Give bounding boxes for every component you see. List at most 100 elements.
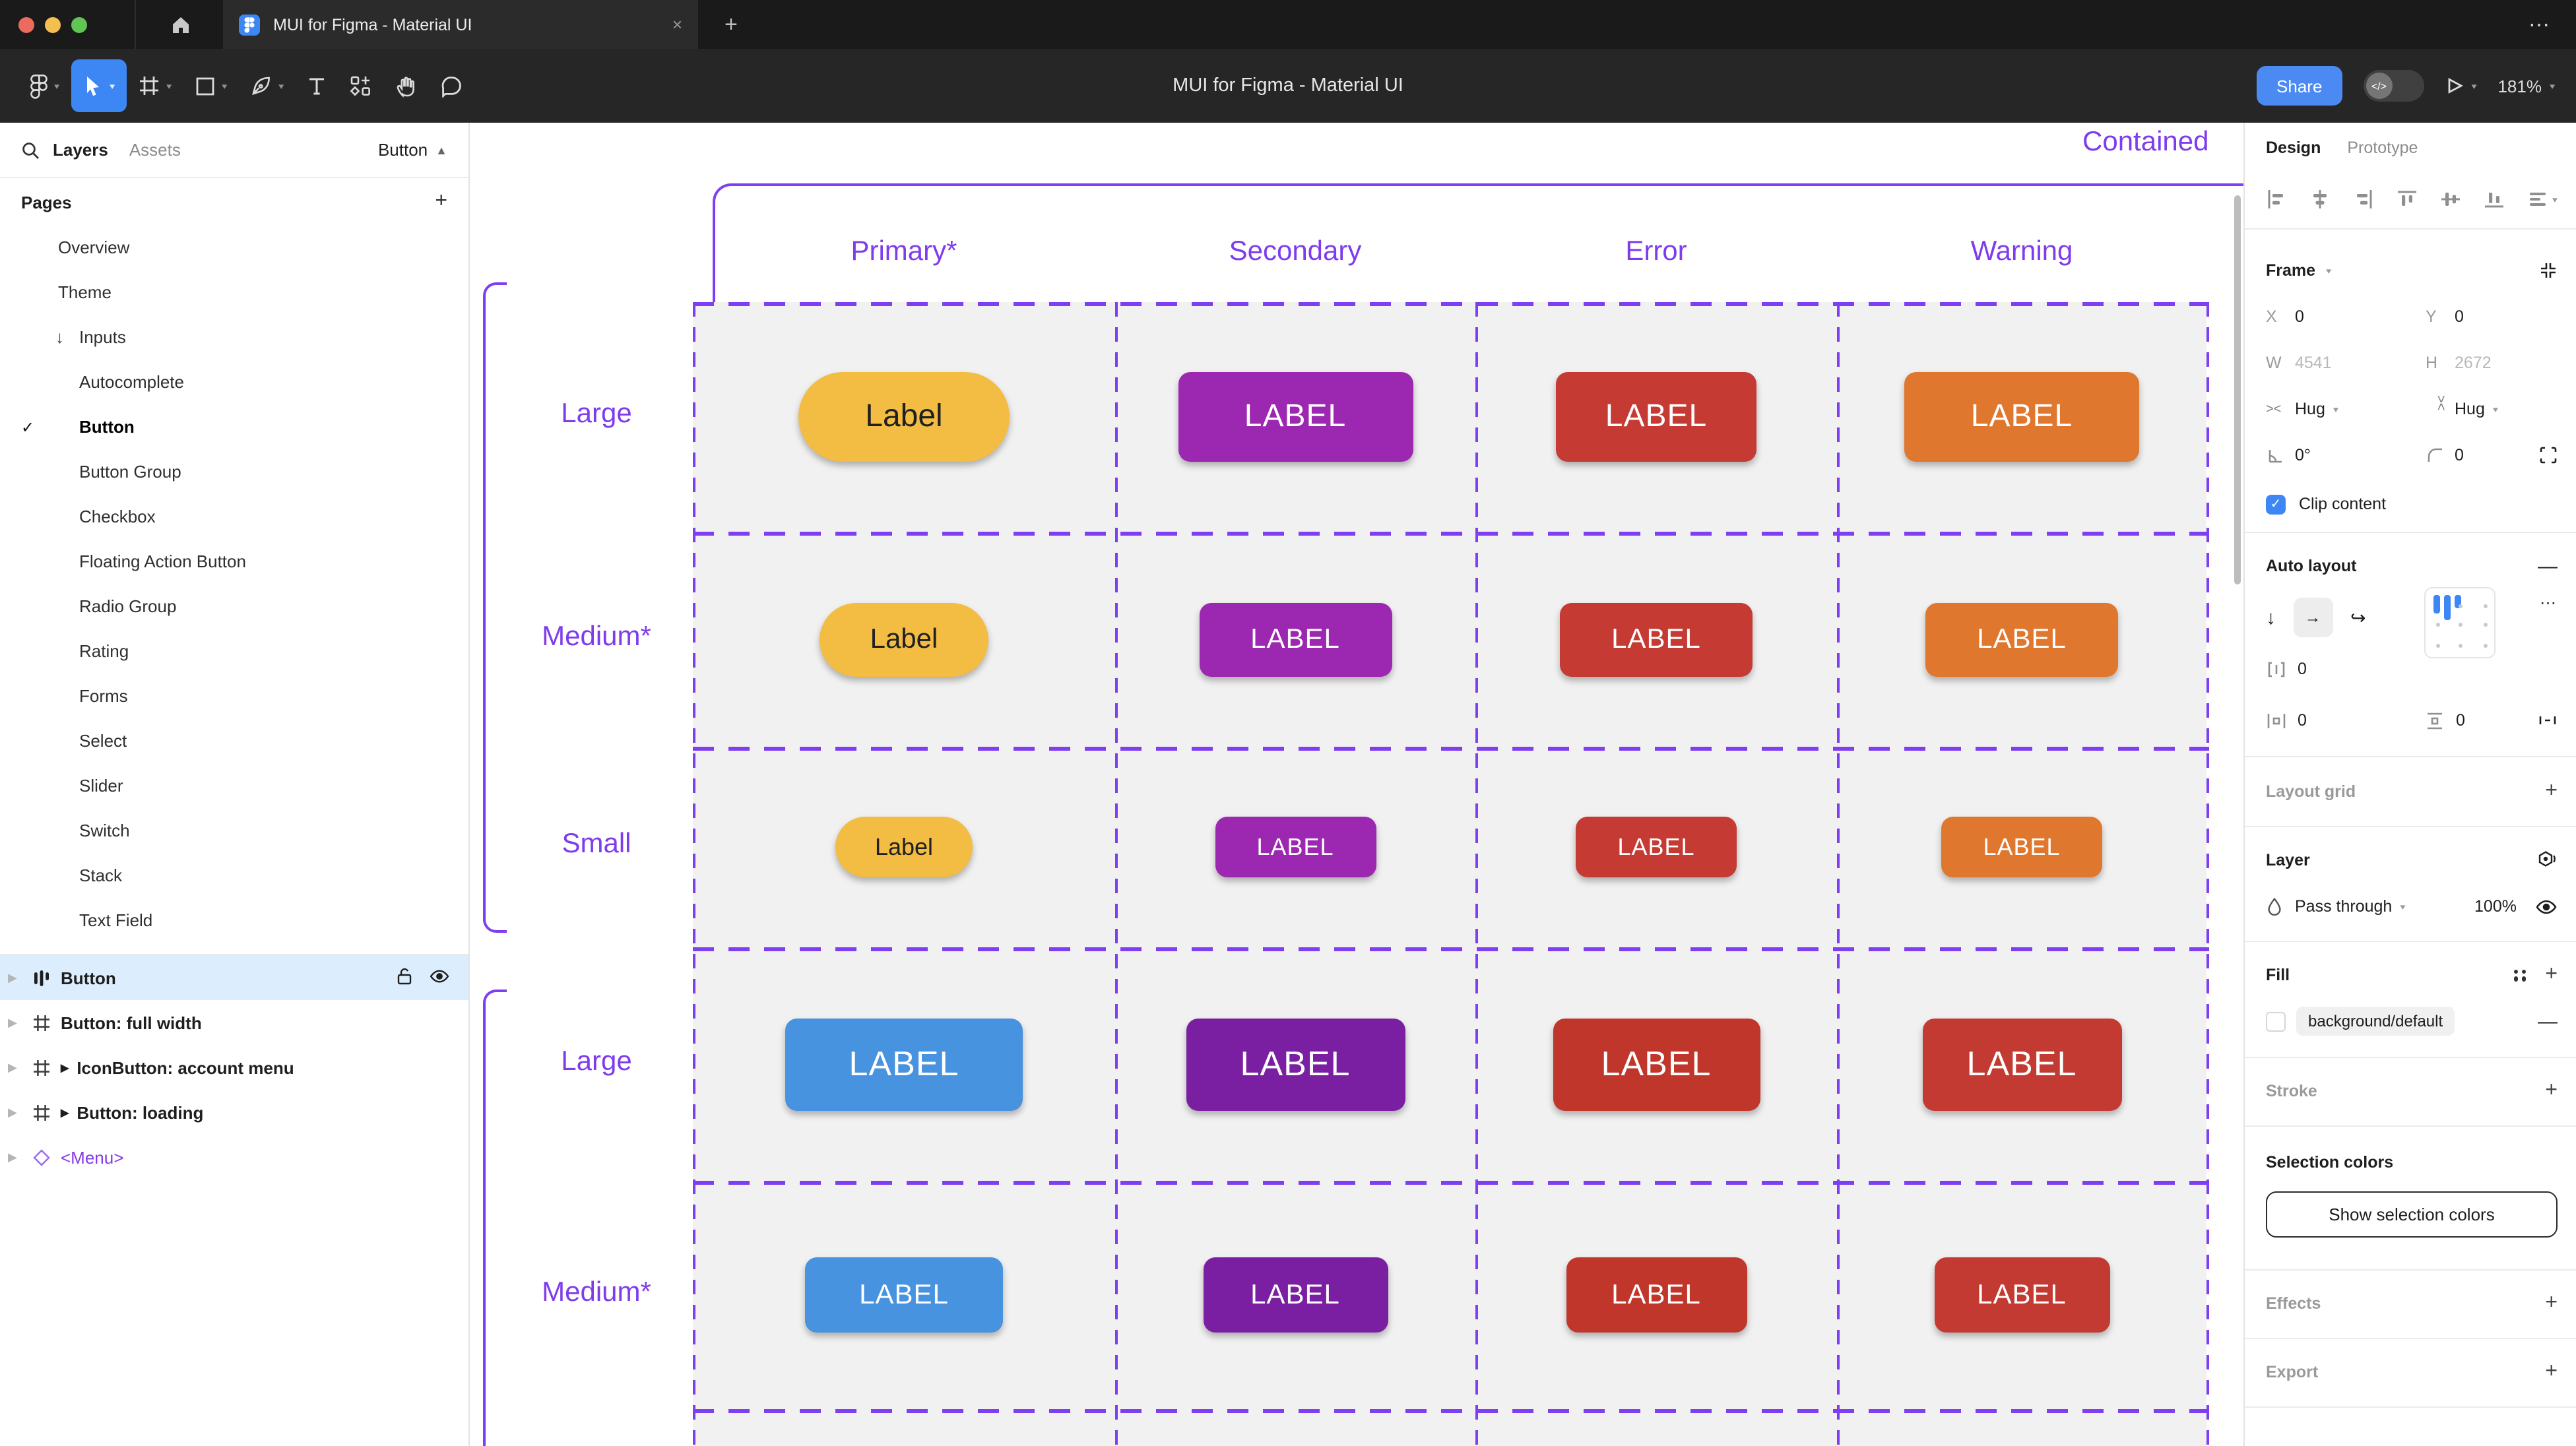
close-window-button[interactable] [18,16,34,32]
fill-color-swatch[interactable] [2266,1011,2286,1031]
page-indicator[interactable]: Button ▲ [378,140,447,160]
move-tool-chevron-icon[interactable]: ▾ [110,80,115,91]
align-left-icon[interactable] [2266,189,2287,210]
page-item-slider[interactable]: Slider [0,764,468,809]
horizontal-padding-value[interactable]: 0 [2298,711,2307,730]
add-fill-button[interactable]: + [2545,963,2558,986]
frame-title[interactable]: Contained [2082,127,2209,157]
layer-row--menu-[interactable]: ▶<Menu> [0,1135,468,1179]
align-top-icon[interactable] [2397,189,2418,210]
page-item-select[interactable]: Select [0,719,468,764]
home-icon[interactable] [170,14,191,35]
page-item-forms[interactable]: Forms [0,674,468,719]
page-item-switch[interactable]: Switch [0,809,468,854]
x-value[interactable]: 0 [2295,307,2304,326]
gap-value[interactable]: 0 [2298,660,2307,678]
unlock-icon[interactable] [396,966,413,989]
layer-row-iconbutton-account-menu[interactable]: ▶▶IconButton: account menu [0,1045,468,1090]
page-item-rating[interactable]: Rating [0,629,468,674]
show-selection-colors-button[interactable]: Show selection colors [2266,1191,2558,1238]
canvas-button-small-errorA[interactable]: LABEL [1576,817,1737,877]
independent-padding-icon[interactable] [2538,711,2558,730]
canvas-button-medium-secondaryB[interactable]: LABEL [1203,1257,1388,1333]
tab-prototype[interactable]: Prototype [2347,139,2418,157]
page-item-theme[interactable]: Theme [0,270,468,315]
fill-styles-icon[interactable] [2513,969,2527,981]
frame-section-title[interactable]: Frame [2266,261,2316,280]
canvas-button-medium-primaryB[interactable]: LABEL [805,1257,1003,1333]
corner-radius-value[interactable]: 0 [2455,446,2464,464]
direction-wrap-icon[interactable]: ↩ [2350,606,2366,627]
shape-tool-button[interactable]: ▾ [183,59,239,112]
text-tool-button[interactable] [296,59,338,112]
canvas-button-medium-errorA[interactable]: LABEL [1560,602,1753,676]
expand-chevron-icon[interactable]: ▶ [8,1015,17,1028]
clip-content-checkbox[interactable]: ✓ [2266,494,2286,514]
alignment-pad[interactable] [2424,587,2496,658]
expand-chevron-icon[interactable]: ▶ [8,970,17,984]
page-item-radio-group[interactable]: Radio Group [0,584,468,629]
tab-assets[interactable]: Assets [129,140,181,160]
page-item-checkbox[interactable]: Checkbox [0,495,468,540]
add-layout-grid-button[interactable]: + [2545,780,2558,802]
page-item-button-group[interactable]: Button Group [0,450,468,495]
page-item-stack[interactable]: Stack [0,854,468,898]
canvas-button-large-warningB[interactable]: LABEL [1922,1018,2121,1110]
align-right-icon[interactable] [2353,189,2374,210]
page-item-floating-action-button[interactable]: Floating Action Button [0,540,468,584]
zoom-window-button[interactable] [71,16,87,32]
move-tool-button[interactable]: ▾ [71,59,127,112]
blend-mode-value[interactable]: Pass through [2295,897,2393,916]
height-value[interactable]: 2672 [2455,354,2492,372]
canvas-button-medium-warningB[interactable]: LABEL [1934,1257,2109,1333]
frame-tool-chevron-icon[interactable]: ▾ [166,80,172,91]
frame-tool-button[interactable]: ▾ [127,59,183,112]
tidy-up-button[interactable]: ▾ [2527,189,2558,210]
hug-vertical-value[interactable]: Hug [2455,400,2485,418]
frame-chevron-icon[interactable]: ▾ [2326,265,2332,276]
independent-corners-icon[interactable] [2539,446,2558,464]
align-v-center-icon[interactable] [2440,189,2461,210]
expand-chevron-icon[interactable]: ▶ [8,1150,17,1163]
canvas-button-medium-primaryA[interactable]: Label [820,602,988,676]
align-h-center-icon[interactable] [2309,189,2331,210]
add-page-button[interactable]: + [435,190,447,212]
zoom-level-menu[interactable]: 181% ▾ [2497,76,2555,96]
visibility-eye-icon[interactable] [429,968,450,988]
clip-content-row[interactable]: ✓ Clip content [2266,491,2558,517]
tab-layers[interactable]: Layers [53,140,108,160]
expand-chevron-icon[interactable]: ▶ [8,1105,17,1118]
width-value[interactable]: 4541 [2295,354,2332,372]
vertical-padding-value[interactable]: 0 [2456,711,2465,730]
canvas-button-medium-errorB[interactable]: LABEL [1566,1257,1747,1333]
canvas-button-large-errorA[interactable]: LABEL [1556,372,1756,462]
remove-fill-button[interactable]: — [2538,1010,2558,1032]
main-menu-button[interactable]: ▾ [18,59,71,112]
fill-style-name[interactable]: background/default [2296,1007,2455,1036]
canvas-button-large-errorB[interactable]: LABEL [1553,1018,1760,1110]
page-item-overview[interactable]: Overview [0,226,468,270]
minimize-window-button[interactable] [45,16,61,32]
canvas-scrollbar[interactable] [2234,195,2241,584]
expand-chevron-icon[interactable]: ▶ [8,1060,17,1073]
opacity-value[interactable]: 100% [2474,897,2517,916]
hand-tool-button[interactable] [384,59,429,112]
canvas-button-large-warningA[interactable]: LABEL [1904,372,2139,462]
add-stroke-button[interactable]: + [2545,1079,2558,1102]
auto-layout-more-icon[interactable]: ⋯ [2540,594,2558,612]
comment-tool-button[interactable] [429,59,475,112]
page-item-button[interactable]: ✓Button [0,405,468,450]
share-button[interactable]: Share [2257,66,2342,106]
page-item-text-field[interactable]: Text Field [0,898,468,943]
fill-row[interactable]: background/default — [2266,1007,2558,1036]
layer-row-button[interactable]: ▶Button [0,955,468,1000]
window-more-icon[interactable]: ⋯ [2528,14,2552,36]
canvas-button-large-primaryB[interactable]: LABEL [785,1018,1023,1110]
layer-row-button-full-width[interactable]: ▶Button: full width [0,1000,468,1045]
canvas-button-large-secondaryB[interactable]: LABEL [1186,1018,1405,1110]
blend-mode-icon[interactable] [2536,850,2558,871]
add-export-button[interactable]: + [2545,1360,2558,1383]
tab-design[interactable]: Design [2266,139,2321,157]
canvas-button-large-secondaryA[interactable]: LABEL [1178,372,1413,462]
